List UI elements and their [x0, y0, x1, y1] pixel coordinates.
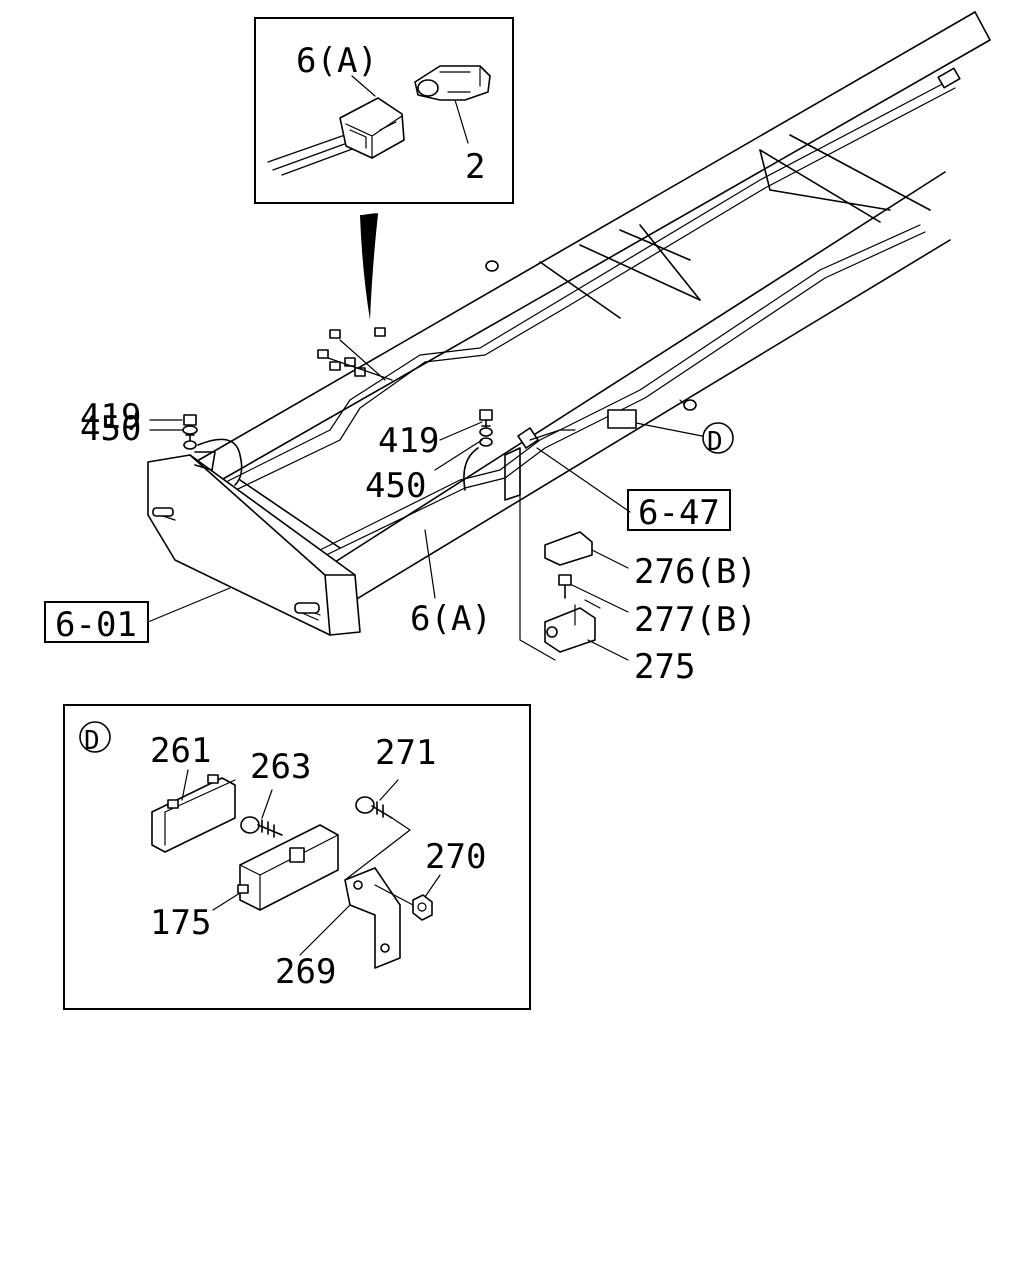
label-277b: 277(B): [634, 600, 757, 640]
washer-450-right: [479, 427, 493, 437]
label-271: 271: [375, 733, 436, 773]
screw-277b: [558, 574, 572, 586]
detail-d-tag-label: D: [84, 726, 100, 756]
leader-6-47: [536, 447, 631, 513]
label-269: 269: [275, 952, 336, 992]
lens-261: [151, 777, 236, 853]
bracket-269: [344, 867, 401, 969]
detail-d-inset: D: [63, 704, 531, 1010]
washer-450-left: [182, 425, 198, 435]
main-harness-line-1: [209, 79, 951, 491]
label-450-right: 450: [365, 466, 426, 506]
chassis-frame: [184, 11, 991, 601]
switch-bracket: [504, 447, 521, 501]
leader-263: [261, 789, 273, 819]
leader-276b: [591, 549, 629, 569]
label-450-left-visible: 450: [80, 409, 141, 449]
connector-inset-frame: [254, 17, 514, 204]
leader-6a-inset: [351, 75, 376, 97]
leader-277b: [571, 584, 629, 613]
detail-d-tag: [79, 721, 111, 753]
label-261: 261: [150, 731, 211, 771]
leader-275: [587, 639, 629, 661]
leader-270: [424, 874, 441, 898]
leader-261: [181, 769, 189, 801]
label-276b: 276(B): [634, 552, 757, 592]
label-419-right: 419: [378, 421, 439, 461]
cross-member-3: [759, 149, 881, 223]
leader-450-right: [434, 439, 483, 471]
label-6a-inset: 6(A): [296, 41, 378, 81]
label-harness-6a: 6(A): [410, 599, 492, 639]
nut-270: [412, 894, 433, 921]
label-6-01: 6-01: [55, 605, 137, 645]
connector-6a: [339, 97, 405, 159]
label-175: 175: [150, 903, 211, 943]
lamp-175: [239, 824, 339, 911]
ref-6-47-box: [627, 489, 731, 531]
main-harness-line-2: [319, 224, 921, 551]
leader-2-inset: [454, 99, 469, 144]
leader-419-right: [439, 421, 483, 441]
label-275: 275: [634, 647, 695, 687]
wire-connector-6-47: [517, 427, 576, 449]
label-263: 263: [250, 747, 311, 787]
connector-wires: [267, 134, 356, 176]
front-bumper: [147, 454, 361, 636]
connector-inset: 6(A) 2: [254, 17, 514, 204]
leader-detail-d: [635, 422, 703, 437]
left-rail-top: [184, 11, 976, 469]
cross-member-2: [539, 261, 621, 319]
right-rail-bottom: [354, 239, 951, 601]
leader-harness-6a: [424, 529, 436, 599]
label-6-47: 6-47: [638, 493, 720, 533]
leader-271: [379, 779, 399, 801]
detail-d-callout-label: D: [707, 427, 723, 457]
bumper-body: [147, 454, 361, 636]
label-2: 2: [465, 147, 485, 187]
label-419-left: 419: [80, 397, 141, 437]
connector-cluster: [317, 327, 393, 381]
switch-275: [544, 607, 596, 653]
bolt-271: [355, 796, 393, 819]
screw-263: [240, 816, 283, 838]
connector-2: [414, 65, 491, 101]
leader-6-01: [147, 587, 231, 623]
leader-175: [212, 892, 241, 911]
cover-276b: [544, 531, 593, 566]
detail-d-callout: [702, 422, 734, 454]
detail-arrow: [360, 213, 379, 320]
right-rail-top: [309, 171, 946, 579]
left-rail-bottom: [194, 39, 991, 496]
leader-269: [299, 904, 351, 956]
label-270: 270: [425, 837, 486, 877]
lamp-small: [607, 409, 637, 429]
detail-d-frame: [63, 704, 531, 1010]
